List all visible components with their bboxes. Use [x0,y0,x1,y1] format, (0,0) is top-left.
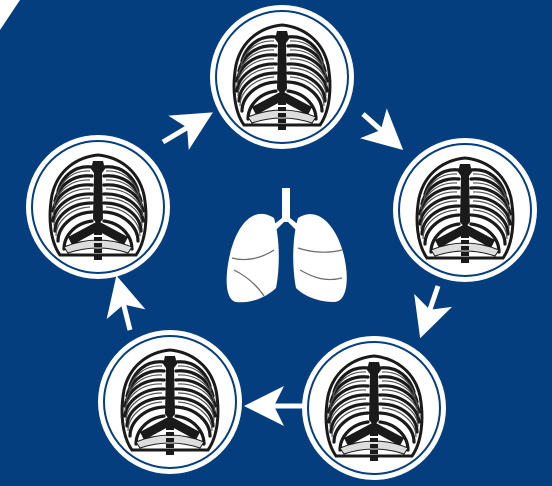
rib-cage-node-top [210,5,354,149]
rib-cage-node-bottom-left [98,330,242,474]
rib-cage-icon [50,155,146,260]
rib-cage-icon [234,25,330,130]
rib-cage-node-bottom-right [302,336,446,480]
rib-cage-icon [122,350,218,455]
rib-cage-node-right [393,138,537,282]
rib-cage-node-left [26,135,170,279]
rib-cage-icon [326,356,422,461]
rib-cage-icon [417,158,513,263]
